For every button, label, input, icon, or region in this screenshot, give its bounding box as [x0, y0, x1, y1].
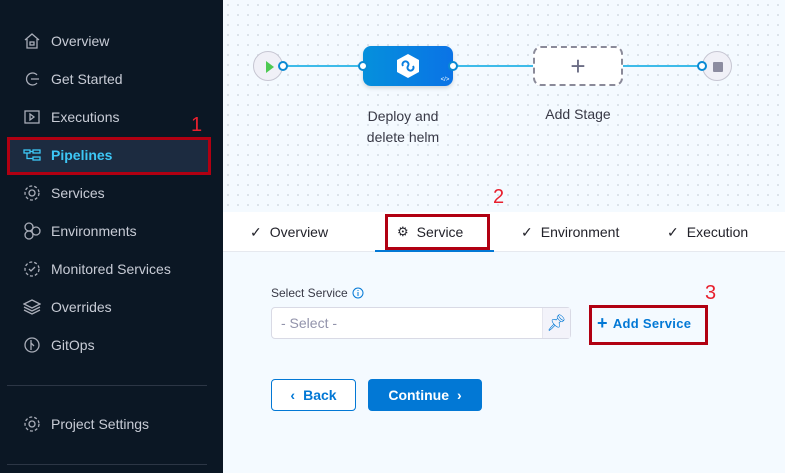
port [448, 61, 458, 71]
sidebar-divider [7, 464, 207, 465]
nav-label: Overview [51, 33, 110, 49]
stage-card-deploy-and-delete-helm[interactable]: </> [363, 46, 453, 86]
add-stage-button[interactable]: + [533, 46, 623, 86]
annotation-number: 1 [191, 114, 203, 136]
chevron-right-icon: › [456, 387, 462, 403]
port [697, 61, 707, 71]
pipeline-canvas [223, 0, 785, 212]
port [278, 61, 288, 71]
nav-label: Project Settings [51, 416, 150, 432]
services-gear-icon [22, 183, 42, 203]
home-icon [22, 31, 42, 51]
nav-label: Services [51, 185, 105, 201]
tab-environment[interactable]: ✓Environment [521, 223, 620, 241]
plus-icon: + [570, 50, 586, 81]
check-icon: ✓ [667, 223, 679, 240]
nav-label: Environments [51, 223, 137, 239]
sidebar-item-overview[interactable]: Overview [8, 24, 210, 58]
pin-icon[interactable]: 📌︎ [542, 308, 570, 338]
executions-icon [22, 107, 42, 127]
sidebar-item-gitops[interactable]: GitOps [8, 328, 210, 362]
gitops-icon [22, 335, 42, 355]
svg-text:</>: </> [441, 77, 450, 83]
nav-label: GitOps [51, 337, 95, 353]
active-tab-indicator [375, 250, 494, 252]
check-icon: ✓ [521, 223, 533, 240]
sidebar-divider [7, 385, 207, 386]
play-icon [266, 61, 274, 73]
tab-overview[interactable]: ✓Overview [250, 223, 329, 241]
annotation-number: 3 [705, 282, 717, 304]
sidebar-item-executions[interactable]: Executions [8, 100, 210, 134]
chevron-left-icon: ‹ [290, 387, 296, 403]
check-icon: ✓ [250, 223, 262, 240]
tab-service[interactable]: ⚙Service [397, 224, 464, 240]
monitored-services-icon [22, 259, 42, 279]
environments-icon [22, 221, 42, 241]
nav-label: Monitored Services [51, 261, 171, 277]
deploy-stage-icon: </> [397, 54, 450, 83]
sidebar-item-services[interactable]: Services [8, 176, 210, 210]
select-service-input[interactable] [272, 308, 542, 338]
nav-label: Pipelines [51, 147, 113, 163]
select-service-dropdown[interactable]: 📌︎ [271, 307, 571, 339]
nav-label: Overrides [51, 299, 112, 315]
annotation-number: 2 [493, 186, 505, 208]
plus-icon: + [597, 313, 608, 333]
add-stage-label: Add Stage [545, 106, 611, 122]
add-service-button[interactable]: +Add Service [597, 313, 692, 333]
get-started-icon [22, 69, 42, 89]
sidebar-item-get-started[interactable]: Get Started [8, 62, 210, 96]
tab-execution[interactable]: ✓Execution [667, 223, 749, 241]
back-button[interactable]: ‹Back [271, 379, 356, 411]
sidebar-item-monitored-services[interactable]: Monitored Services [8, 252, 210, 286]
connector-line [623, 65, 703, 67]
connector-line [283, 65, 363, 67]
nav-label: Executions [51, 109, 120, 125]
sidebar-item-environments[interactable]: Environments [8, 214, 210, 248]
end-node[interactable] [702, 51, 732, 81]
layers-icon [22, 297, 42, 317]
settings-gear-icon [22, 414, 42, 434]
nav-label: Get Started [51, 71, 123, 87]
info-icon[interactable] [352, 287, 364, 299]
connector-line [453, 65, 533, 67]
stop-icon [713, 62, 723, 72]
sidebar-item-pipelines[interactable]: Pipelines [8, 138, 210, 172]
select-service-label: Select Service [271, 286, 364, 300]
port [358, 61, 368, 71]
stage-tabs: ✓Overview ⚙Service ✓Environment ✓Executi… [223, 212, 785, 252]
sidebar-item-overrides[interactable]: Overrides [8, 290, 210, 324]
sidebar: Overview Get Started Executions Pipeline… [0, 0, 223, 473]
pipelines-icon [22, 145, 42, 165]
gear-icon: ⚙ [397, 224, 409, 239]
continue-button[interactable]: Continue› [368, 379, 482, 411]
sidebar-item-project-settings[interactable]: Project Settings [8, 407, 210, 441]
